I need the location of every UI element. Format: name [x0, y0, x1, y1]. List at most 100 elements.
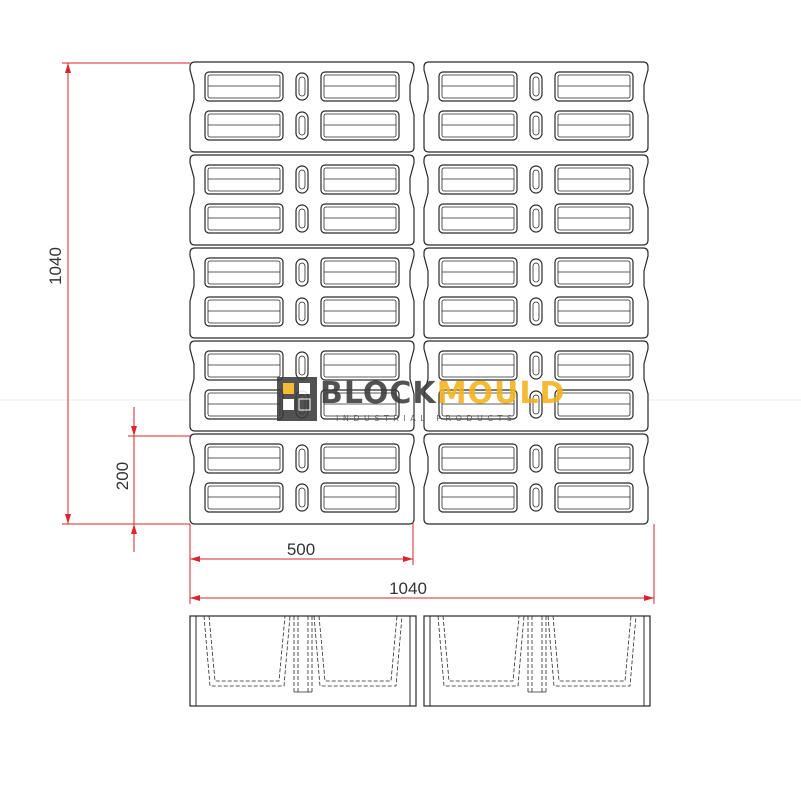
block-top-view	[423, 61, 649, 153]
slot-inner	[298, 301, 306, 322]
watermark-brand: BLOCKMOULD	[320, 376, 565, 411]
cavity-outer	[204, 71, 284, 102]
cavity-outer	[554, 296, 634, 327]
slot-inner	[298, 448, 306, 469]
cavity-outer	[320, 164, 400, 195]
hidden-cavity-line	[318, 615, 398, 682]
cavity-inner	[323, 167, 397, 192]
dim-width-label: 1040	[389, 579, 427, 598]
block-side-view	[423, 615, 651, 707]
cavity-inner	[441, 485, 515, 510]
cavity-inner	[323, 353, 397, 378]
cavity-outer	[554, 482, 634, 513]
cavity-inner	[441, 446, 515, 471]
slot-outer	[529, 297, 543, 326]
cavity-outer	[320, 389, 400, 420]
cavity-inner	[441, 167, 515, 192]
cavity-outer	[438, 443, 518, 474]
cavity-inner	[323, 113, 397, 138]
cavity-inner	[557, 446, 631, 471]
slot-outer	[295, 297, 309, 326]
dim-width-arrow-right	[644, 595, 654, 601]
cavity-outer	[438, 350, 518, 381]
hidden-cavity-line	[552, 615, 632, 682]
dim-block-height-arrow-bottom	[131, 524, 137, 534]
slot-inner	[532, 169, 540, 190]
slot-inner	[298, 169, 306, 190]
slot-inner	[532, 208, 540, 229]
block-top-view	[189, 433, 415, 525]
slot-inner	[298, 115, 306, 136]
cavity-outer	[204, 203, 284, 234]
hidden-cavity-line	[208, 615, 286, 682]
cavity-outer	[204, 164, 284, 195]
hidden-cavity-line	[442, 615, 520, 682]
slot-inner	[298, 355, 306, 376]
cavity-inner	[323, 299, 397, 324]
slot-inner	[532, 448, 540, 469]
cavity-inner	[441, 74, 515, 99]
cavity-outer	[438, 71, 518, 102]
cavity-outer	[320, 296, 400, 327]
block-top-view	[189, 247, 415, 339]
cavity-outer	[438, 296, 518, 327]
dimension-lines	[62, 62, 655, 604]
block-top-view	[189, 61, 415, 153]
cavity-inner	[207, 113, 281, 138]
slot-outer	[529, 483, 543, 512]
cavity-inner	[557, 113, 631, 138]
blockmould-watermark: BLOCKMOULD INDUSTRIAL PRODUCTS	[277, 376, 565, 423]
cavity-inner	[557, 206, 631, 231]
cavity-outer	[554, 443, 634, 474]
cavity-inner	[207, 299, 281, 324]
cavity-inner	[323, 485, 397, 510]
slot-outer	[295, 258, 309, 287]
block-outline	[189, 154, 415, 246]
dim-block-width-arrow-right	[403, 556, 413, 562]
cavity-outer	[554, 350, 634, 381]
cavity-outer	[554, 389, 634, 420]
cavity-inner	[441, 392, 515, 417]
cavity-inner	[207, 74, 281, 99]
dim-block-width-label: 500	[287, 540, 315, 559]
cavity-outer	[554, 203, 634, 234]
slot-outer	[529, 111, 543, 140]
slot-inner	[532, 394, 540, 415]
slot-inner	[298, 208, 306, 229]
cavity-inner	[441, 113, 515, 138]
watermark-brand-part2: MOULD	[437, 376, 566, 411]
slot-inner	[532, 262, 540, 283]
slot-inner	[298, 487, 306, 508]
dim-height-arrow-top	[65, 63, 71, 73]
cavity-inner	[207, 167, 281, 192]
cavity-outer	[554, 164, 634, 195]
cavity-inner	[557, 353, 631, 378]
cavity-inner	[557, 74, 631, 99]
dim-height-arrow-bottom	[65, 514, 71, 524]
cavity-inner	[207, 485, 281, 510]
block-outline	[423, 247, 649, 339]
slot-outer	[529, 444, 543, 473]
cavity-inner	[441, 299, 515, 324]
cavity-inner	[323, 260, 397, 285]
slot-outer	[529, 72, 543, 101]
cavity-outer	[320, 257, 400, 288]
slot-outer	[295, 72, 309, 101]
slot-outer	[295, 165, 309, 194]
hidden-cavity-line	[547, 615, 637, 687]
cavity-inner	[323, 446, 397, 471]
cavity-inner	[557, 167, 631, 192]
cavity-outer	[438, 110, 518, 141]
cavity-outer	[438, 257, 518, 288]
block-outline	[189, 247, 415, 339]
cavity-inner	[441, 206, 515, 231]
cavity-outer	[554, 71, 634, 102]
slot-inner	[532, 487, 540, 508]
slot-inner	[298, 76, 306, 97]
watermark-logo-icon	[277, 377, 317, 421]
cavity-outer	[438, 164, 518, 195]
cavity-outer	[204, 482, 284, 513]
cavity-outer	[320, 482, 400, 513]
side-outline	[189, 615, 417, 707]
slot-outer	[295, 111, 309, 140]
